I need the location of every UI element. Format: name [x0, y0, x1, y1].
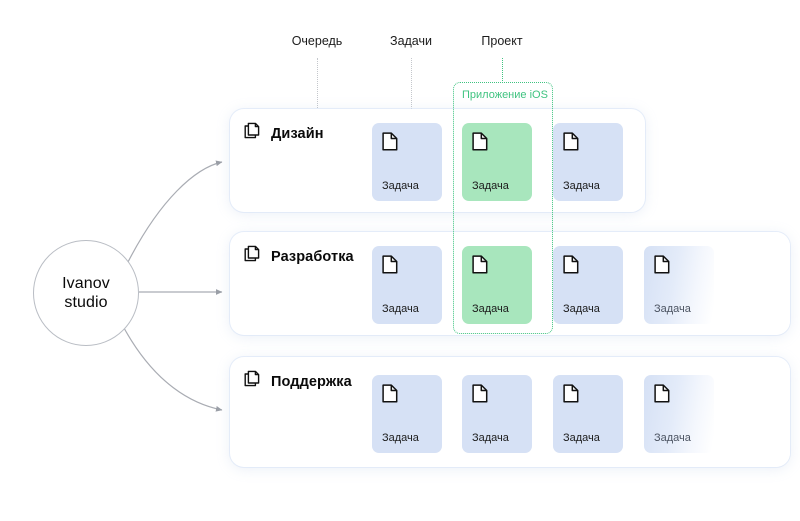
task-card[interactable]: Задача [462, 246, 532, 324]
document-icon [472, 255, 488, 279]
document-icon [382, 132, 398, 156]
document-icon [563, 132, 579, 156]
stacked-documents-icon [244, 244, 263, 269]
arrow-to-support [123, 327, 223, 412]
guide-line-project [502, 58, 503, 83]
hub-label-line2: studio [64, 294, 108, 311]
document-icon [472, 384, 488, 408]
row-panel-design[interactable]: Дизайн Задача Задач [230, 109, 645, 212]
row-panel-development[interactable]: Разработка Задача З [230, 232, 790, 335]
task-card-label: Задача [654, 303, 691, 315]
guide-line-queue [317, 58, 318, 110]
hub-node[interactable]: Ivanov studio [33, 240, 139, 346]
task-card-label: Задача [472, 432, 509, 444]
document-icon [563, 384, 579, 408]
document-icon [563, 255, 579, 279]
row-title-development: Разработка [271, 248, 354, 265]
document-icon [382, 384, 398, 408]
column-label-queue: Очередь [291, 34, 343, 48]
hub-label: Ivanov studio [62, 274, 110, 312]
task-card[interactable]: Задача [553, 246, 623, 324]
project-group-label: Приложение iOS [462, 89, 548, 101]
task-card-label: Задача [472, 180, 509, 192]
task-card-label: Задача [563, 303, 600, 315]
row-header-design: Дизайн [244, 121, 324, 146]
task-card[interactable]: Задача [553, 123, 623, 201]
task-card-label: Задача [654, 432, 691, 444]
document-icon [654, 384, 670, 408]
task-card[interactable]: Задача [462, 375, 532, 453]
task-card[interactable]: Задача [644, 375, 714, 453]
column-label-tasks: Задачи [390, 34, 432, 48]
task-card[interactable]: Задача [372, 375, 442, 453]
task-card[interactable]: Задача [644, 246, 714, 324]
document-icon [382, 255, 398, 279]
guide-line-tasks [411, 58, 412, 123]
task-card[interactable]: Задача [372, 246, 442, 324]
task-card-label: Задача [563, 432, 600, 444]
row-title-support: Поддержка [271, 373, 352, 390]
stacked-documents-icon [244, 121, 263, 146]
task-card-label: Задача [563, 180, 600, 192]
project-group-ios[interactable]: Приложение iOS [453, 82, 553, 334]
task-card-label: Задача [382, 303, 419, 315]
task-card[interactable]: Задача [553, 375, 623, 453]
arrow-to-design [127, 160, 223, 263]
row-header-support: Поддержка [244, 369, 352, 394]
task-card-label: Задача [382, 432, 419, 444]
column-label-project: Проект [481, 34, 523, 48]
row-header-development: Разработка [244, 244, 354, 269]
task-card-label: Задача [472, 303, 509, 315]
hub-label-line1: Ivanov [62, 275, 110, 292]
task-card[interactable]: Задача [372, 123, 442, 201]
task-card-label: Задача [382, 180, 419, 192]
task-card[interactable]: Задача [462, 123, 532, 201]
row-title-design: Дизайн [271, 125, 324, 142]
stacked-documents-icon [244, 369, 263, 394]
document-icon [472, 132, 488, 156]
document-icon [654, 255, 670, 279]
row-panel-support[interactable]: Поддержка Задача За [230, 357, 790, 467]
